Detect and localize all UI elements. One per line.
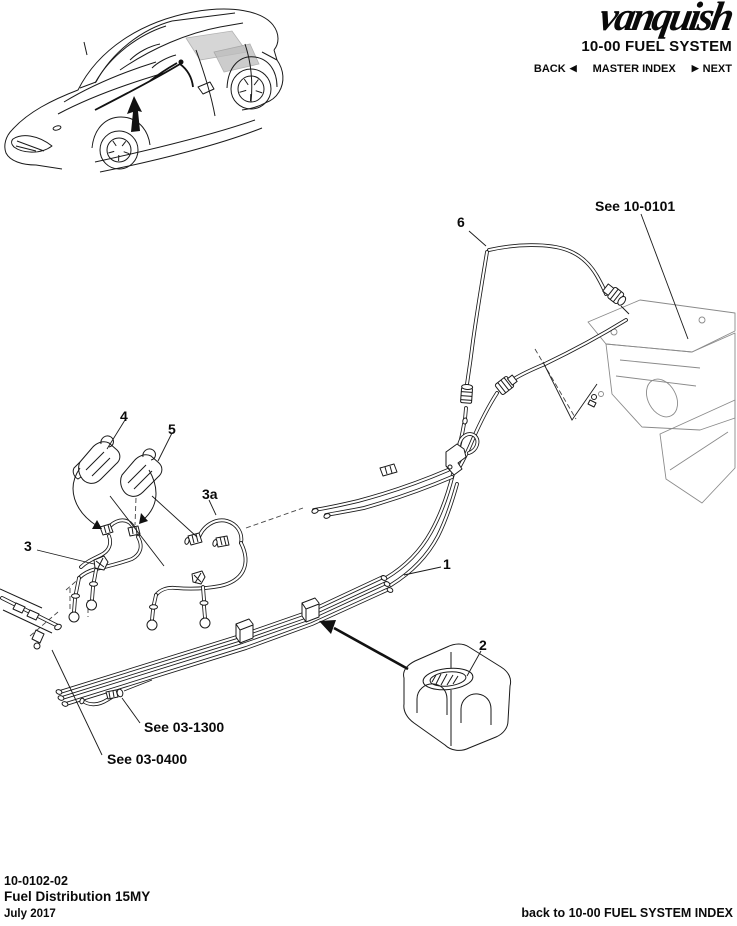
- connectors-and-fittings: [55, 283, 630, 707]
- callout-3: 3: [24, 538, 32, 554]
- ref-fuel-tank-link[interactable]: See 10-0101: [595, 198, 676, 214]
- line-clamps: [93, 443, 467, 644]
- header-nav: BACK◀ MASTER INDEX ▶NEXT: [534, 63, 732, 75]
- ref-purge-line-link[interactable]: See 03-1300: [144, 719, 225, 735]
- vanquish-logo: vanquish: [596, 0, 736, 39]
- callout-4: 4: [120, 408, 128, 424]
- callout-3a: 3a: [202, 486, 218, 502]
- back-arrow-icon[interactable]: ◀: [569, 63, 577, 73]
- back-to-index-link[interactable]: back to 10-00 FUEL SYSTEM INDEX: [521, 906, 733, 920]
- callout-2: 2: [479, 637, 487, 653]
- install-direction-arrows: [72, 467, 409, 671]
- nav-back-link[interactable]: BACK: [533, 63, 566, 75]
- alignment-dashes: [29, 348, 577, 637]
- doc-date: July 2017: [4, 908, 56, 920]
- callout-5: 5: [168, 421, 176, 437]
- doc-number: 10-0102-02: [4, 874, 68, 888]
- doc-title: Fuel Distribution 15MY: [4, 889, 151, 904]
- engine-fuel-rail: [0, 588, 62, 650]
- foam-covers: [72, 435, 163, 497]
- fuel-tank-assembly: [587, 299, 736, 504]
- callout-6: 6: [457, 214, 465, 230]
- location-arrow-icon: [127, 96, 142, 132]
- car-illustration: [4, 8, 284, 173]
- nav-next-link[interactable]: NEXT: [702, 63, 732, 75]
- next-arrow-icon[interactable]: ▶: [691, 63, 699, 73]
- callout-leaders: [36, 213, 689, 756]
- section-title: 10-00 FUEL SYSTEM: [581, 38, 732, 55]
- nav-master-index-link[interactable]: MASTER INDEX: [592, 63, 676, 75]
- callout-1: 1: [443, 556, 451, 572]
- ref-engine-fuel-link[interactable]: See 03-0400: [107, 751, 188, 767]
- isolator-block: [403, 643, 512, 751]
